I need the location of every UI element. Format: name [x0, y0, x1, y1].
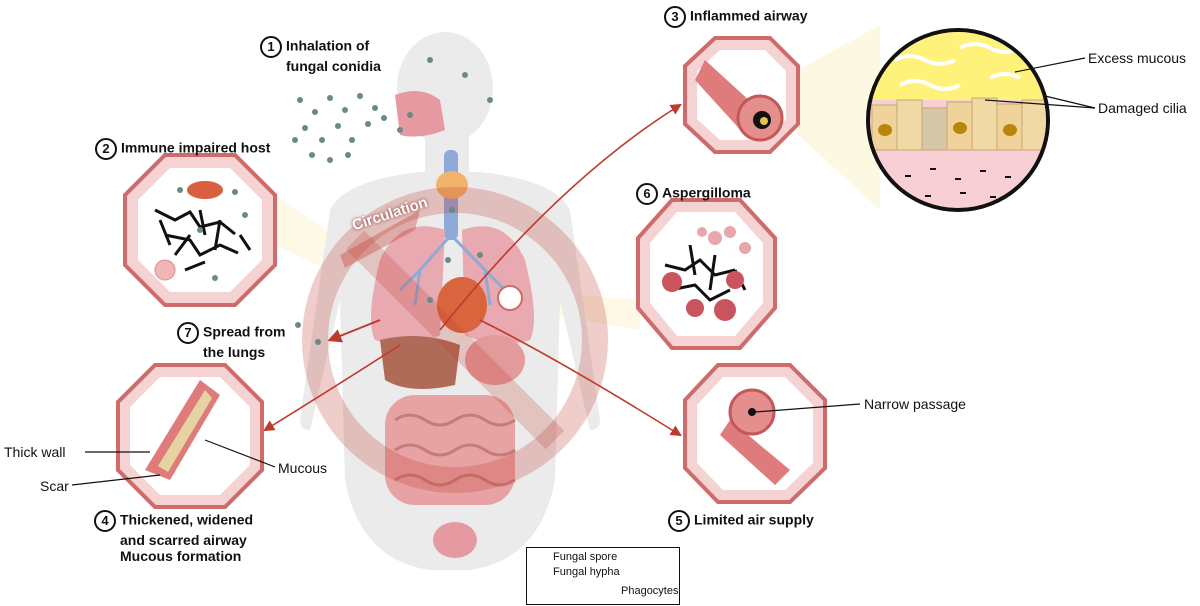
legend-phagocytes-label: Phagocytes [621, 585, 679, 597]
leader-mucous [204, 439, 276, 468]
step-4-line3: Mucous formation [120, 548, 242, 564]
mucous-label: Mucous [278, 460, 328, 476]
arrow-to-5 [479, 319, 682, 437]
circulation-arrow [340, 210, 420, 268]
step-7-number: 7 [177, 322, 199, 344]
step-5-number: 5 [668, 510, 690, 532]
step-1-line2: fungal conidia [286, 58, 381, 74]
hyphae-network [154, 208, 252, 272]
legend: Fungal spore Fungal hypha Phagocytes [526, 547, 680, 605]
leader-narrow-passage [754, 403, 861, 413]
circulation-slash [345, 230, 565, 450]
arrow-to-7 [327, 319, 381, 343]
panel-thickened-airway [116, 363, 264, 509]
leader-cilia-b [984, 99, 1096, 109]
liver [380, 336, 460, 389]
leader-cilia-a [1044, 95, 1096, 109]
macrophage-cell [154, 259, 176, 281]
step-3-number: 3 [664, 6, 686, 28]
panel-inflamed-airway [683, 36, 800, 154]
leader-excess-mucous [1014, 57, 1086, 73]
leader-scar [71, 474, 161, 486]
narrow-passage-label: Narrow passage [864, 396, 966, 412]
spore-cloud [292, 57, 493, 345]
step-7-line1: Spread from [203, 323, 286, 340]
phagocyte-cell [187, 181, 223, 199]
step-4-number: 4 [94, 510, 116, 532]
zoom-beam-3 [798, 25, 880, 210]
legend-spore-label: Fungal spore [553, 551, 618, 563]
step-4-line2: and scarred airway [120, 532, 247, 548]
lung-aspergilloma-spot [497, 285, 523, 311]
panel-aspergilloma [636, 198, 777, 350]
scar-layer [158, 390, 212, 472]
zoom-circle-cilia [866, 28, 1050, 212]
step-3-line1: Inflammed airway [690, 7, 808, 24]
stomach [465, 335, 525, 385]
scar-label: Scar [40, 478, 69, 494]
left-lung [371, 226, 445, 344]
damaged-cilia-label: Damaged cilia [1098, 100, 1187, 116]
step-2-number: 2 [95, 138, 117, 160]
thyroid [436, 171, 468, 199]
step-2-line1: Immune impaired host [121, 139, 271, 156]
step-1-number: 1 [260, 36, 282, 58]
step-4-line1: Thickened, widened [120, 511, 254, 528]
intestine-folds [394, 413, 516, 487]
thick-wall-label: Thick wall [4, 444, 66, 460]
panel-immune-host [123, 153, 277, 307]
nasal-cavity [395, 91, 445, 137]
aspergilloma-hyphae [664, 244, 747, 302]
legend-hypha-label: Fungal hypha [553, 566, 620, 578]
arrow-to-4 [263, 344, 401, 432]
step-6-line1: Aspergilloma [662, 184, 751, 201]
narrow-tube [720, 420, 790, 485]
circulation-ring [302, 187, 608, 493]
step-7-line2: the lungs [203, 344, 266, 360]
bronchi [398, 233, 507, 306]
epithelial-cells [871, 97, 1046, 151]
excess-mucous-label: Excess mucous [1088, 50, 1187, 66]
step-1-line1: Inhalation of [286, 37, 370, 54]
arrow-to-3 [439, 103, 682, 331]
bladder [433, 522, 477, 558]
step-6-number: 6 [636, 183, 658, 205]
step-5-line1: Limited air supply [694, 511, 814, 528]
panel-limited-air [683, 363, 827, 504]
